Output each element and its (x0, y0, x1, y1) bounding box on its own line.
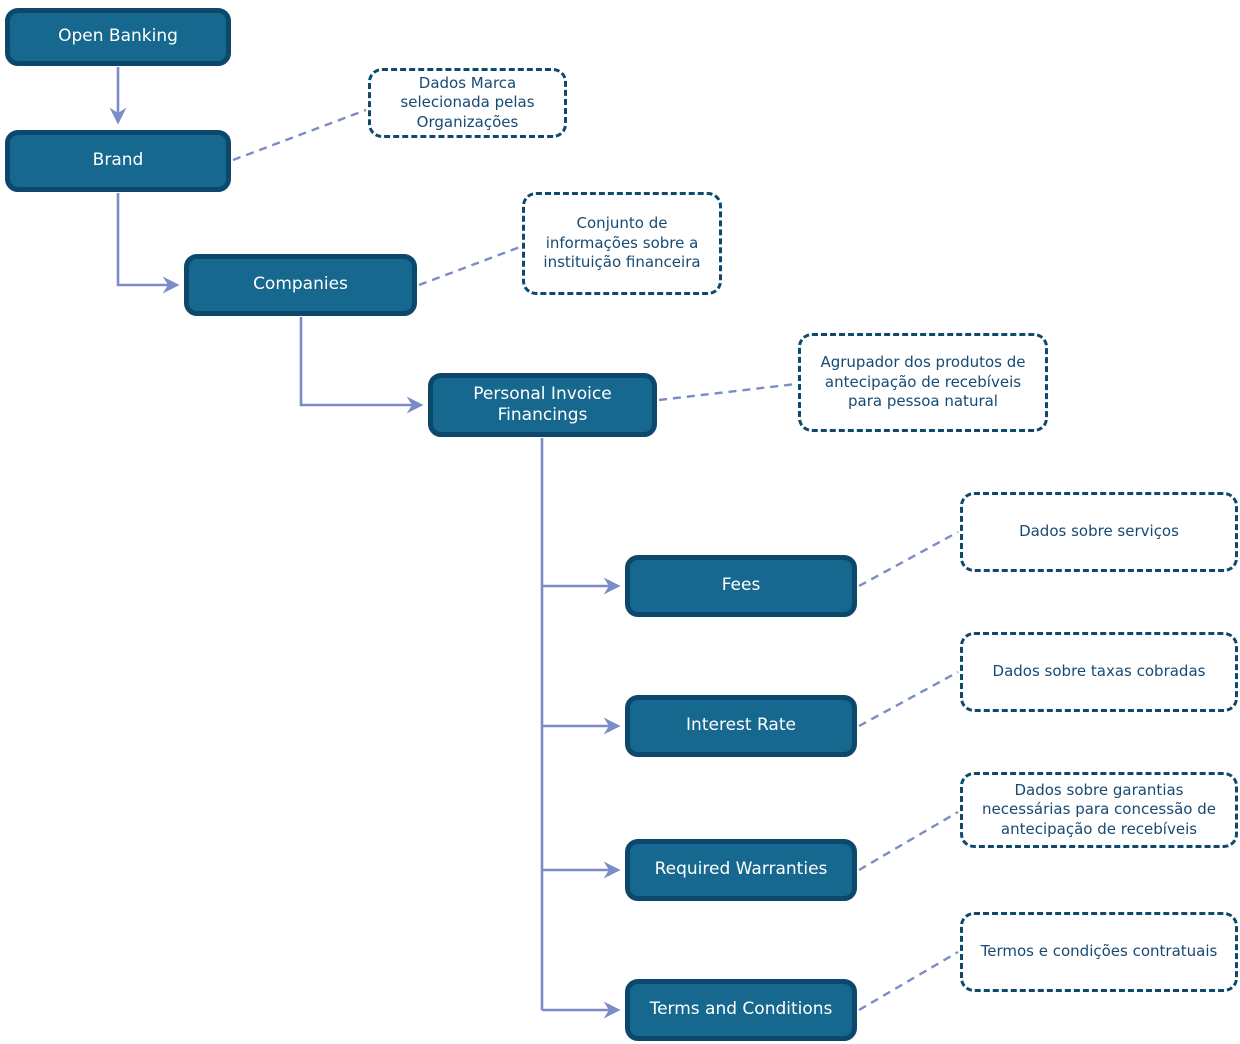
node-required-warranties[interactable]: Required Warranties (625, 839, 857, 901)
annotation-terms-and-conditions: Termos e condições contratuais (960, 912, 1238, 992)
annotation-link-interest-rate (858, 670, 959, 728)
annotation-brand: Dados Marca selecionada pelas Organizaçõ… (368, 68, 567, 138)
node-open-banking-label: Open Banking (58, 26, 178, 47)
annotation-required-warranties: Dados sobre garantias necessárias para c… (960, 772, 1238, 848)
annotation-personal-invoice-financings-text: Agrupador dos produtos de antecipação de… (820, 353, 1026, 411)
annotation-companies-text: Conjunto de informações sobre a institui… (543, 214, 701, 272)
node-required-warranties-label: Required Warranties (654, 859, 828, 880)
annotation-brand-text: Dados Marca selecionada pelas Organizaçõ… (400, 73, 535, 131)
annotation-link-required-warranties (858, 810, 959, 872)
annotation-link-brand (232, 108, 367, 162)
annotation-link-personal-invoice-financings (658, 382, 797, 402)
annotation-terms-and-conditions-text: Termos e condições contratuais (980, 942, 1218, 961)
annotation-interest-rate-text: Dados sobre taxas cobradas (992, 662, 1206, 681)
annotation-link-fees (858, 530, 959, 588)
node-fees[interactable]: Fees (625, 555, 857, 617)
annotation-fees: Dados sobre serviços (960, 492, 1238, 572)
node-brand[interactable]: Brand (5, 130, 231, 192)
node-interest-rate-label: Interest Rate (686, 715, 796, 736)
annotation-link-companies (418, 245, 521, 287)
node-companies[interactable]: Companies (184, 254, 417, 316)
node-terms-and-conditions-label: Terms and Conditions (649, 999, 833, 1020)
node-brand-label: Brand (92, 150, 144, 171)
annotation-personal-invoice-financings: Agrupador dos produtos de antecipação de… (798, 333, 1048, 432)
node-personal-invoice-financings-label: Personal Invoice Financings (473, 383, 612, 425)
edge-brand-to-companies (116, 193, 180, 294)
node-interest-rate[interactable]: Interest Rate (625, 695, 857, 757)
annotation-fees-text: Dados sobre serviços (1019, 522, 1179, 541)
edge-companies-to-personal-invoice-financings (299, 317, 424, 414)
node-personal-invoice-financings[interactable]: Personal Invoice Financings (428, 373, 657, 437)
node-companies-label: Companies (253, 274, 348, 295)
annotation-required-warranties-text: Dados sobre garantias necessárias para c… (982, 780, 1216, 838)
annotation-companies: Conjunto de informações sobre a institui… (522, 192, 722, 295)
annotation-link-terms-and-conditions (858, 950, 959, 1012)
node-fees-label: Fees (721, 575, 761, 596)
annotation-interest-rate: Dados sobre taxas cobradas (960, 632, 1238, 712)
node-terms-and-conditions[interactable]: Terms and Conditions (625, 979, 857, 1041)
node-open-banking[interactable]: Open Banking (5, 8, 231, 66)
